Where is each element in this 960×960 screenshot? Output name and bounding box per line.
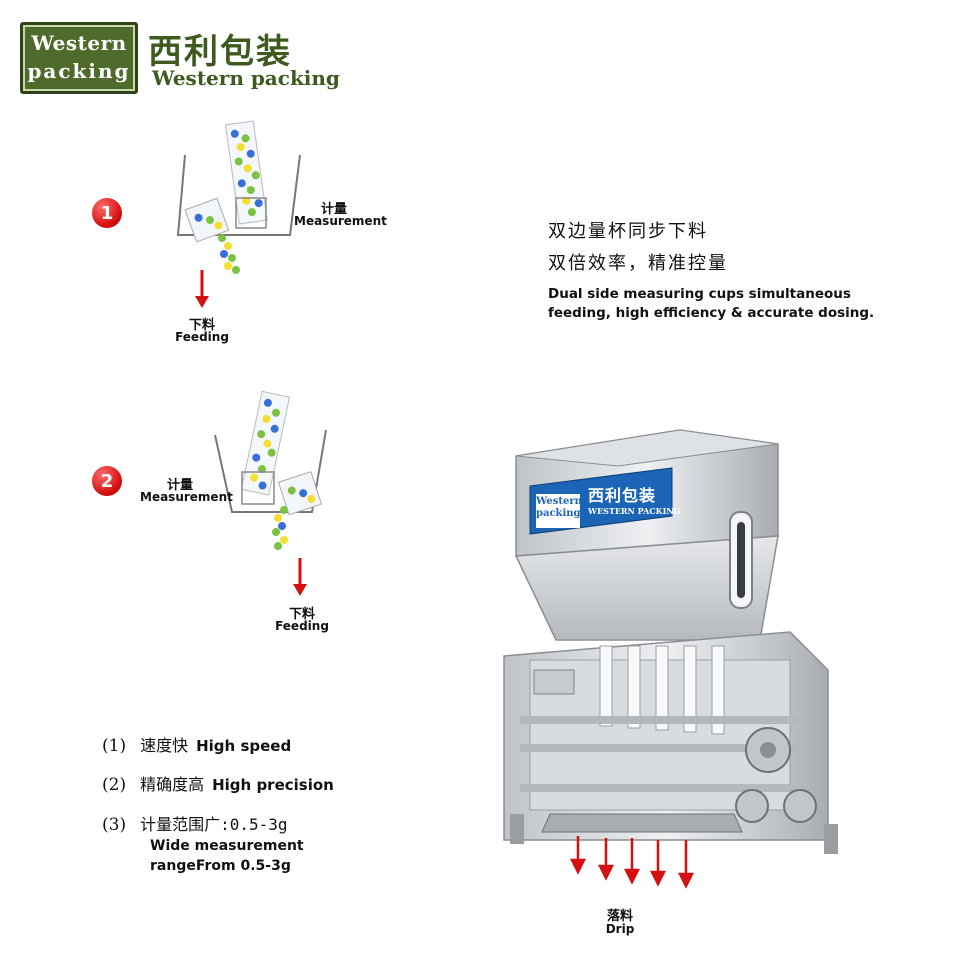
feed-arrow-head bbox=[195, 296, 209, 308]
panel-badge-line1: Western bbox=[536, 496, 582, 507]
feed-tube bbox=[224, 120, 268, 225]
feature-1-cn: 速度快 bbox=[140, 736, 189, 755]
step-2-badge: 2 bbox=[92, 466, 122, 496]
panel-en: WESTERN PACKING bbox=[588, 506, 681, 516]
dosing-tubes bbox=[599, 645, 725, 735]
step-1-diagram bbox=[176, 120, 301, 308]
feature-1-en: High speed bbox=[196, 737, 292, 755]
feature-2: (2) 精确度高 High precision bbox=[102, 771, 334, 795]
air-cylinder bbox=[533, 669, 575, 695]
feed-tube bbox=[240, 390, 291, 496]
hopper-outline bbox=[214, 429, 327, 513]
feature-2-en: High precision bbox=[212, 776, 334, 794]
feature-2-cn: 精确度高 bbox=[140, 775, 205, 794]
panel-cn: 西利包装 bbox=[588, 486, 657, 505]
hopper-lid bbox=[515, 429, 779, 467]
step-1-measure-en: Measurement bbox=[294, 214, 387, 228]
foot-right bbox=[824, 824, 838, 854]
step-2-feed-cn: 下料 bbox=[288, 607, 315, 622]
feature-3: (3) 计量范围广:0.5-3g bbox=[102, 811, 288, 835]
feature-3-en-line1: Wide measurement bbox=[150, 838, 304, 854]
panel-badge-line2: packing bbox=[536, 508, 581, 519]
left-cup bbox=[184, 197, 230, 243]
falling-granules bbox=[272, 506, 288, 550]
step-1-feed-en: Feeding bbox=[175, 330, 229, 344]
step-2-feed-en: Feeding bbox=[275, 619, 329, 633]
step-2-measure-en: Measurement bbox=[140, 490, 233, 504]
step-2-number: 2 bbox=[100, 470, 114, 492]
measure-cup bbox=[241, 471, 275, 505]
step-1-feed-cn: 下料 bbox=[188, 318, 215, 333]
description-en-line2: feeding, high efficiency & accurate dosi… bbox=[548, 305, 875, 321]
brand-name-en: Western packing bbox=[152, 66, 340, 90]
logo-badge-line2: packing bbox=[27, 59, 131, 83]
hopper-outline bbox=[176, 154, 301, 236]
foot-left bbox=[510, 814, 524, 844]
step-2-diagram bbox=[214, 390, 327, 596]
step-1-number: 1 bbox=[100, 202, 114, 224]
granules bbox=[230, 129, 263, 217]
machine-illustration bbox=[503, 429, 838, 854]
feature-1-num: (1) bbox=[102, 736, 127, 756]
step-1-measure-cn: 计量 bbox=[320, 202, 347, 217]
gear-wheel-2 bbox=[783, 789, 817, 823]
drip-en: Drip bbox=[605, 922, 635, 936]
description-cn-line2: 双倍效率，精准控量 bbox=[548, 253, 728, 274]
guide-rod-2 bbox=[520, 744, 800, 752]
feature-2-num: (2) bbox=[102, 775, 127, 795]
sight-glass-window bbox=[737, 522, 745, 598]
feature-3-en-line2: rangeFrom 0.5-3g bbox=[150, 858, 291, 874]
guide-rod-1 bbox=[520, 716, 800, 724]
logo-badge-line1: Western bbox=[31, 31, 127, 55]
brand-logo-badge: Western packing bbox=[20, 22, 138, 94]
drip-cn: 落料 bbox=[606, 909, 633, 924]
measure-cup bbox=[235, 197, 267, 229]
gear-wheel-3 bbox=[735, 789, 769, 823]
description-en-line1: Dual side measuring cups simultaneous bbox=[548, 286, 851, 302]
discharge-tray bbox=[541, 813, 743, 833]
feed-arrow-head bbox=[293, 584, 307, 596]
step-1-badge: 1 bbox=[92, 198, 122, 228]
feature-3-num: (3) bbox=[102, 815, 127, 835]
feature-3-cn: 计量范围广:0.5-3g bbox=[140, 815, 288, 834]
panel-logo-badge bbox=[536, 494, 580, 528]
guide-rod-3 bbox=[520, 784, 800, 792]
brand-name-cn: 西利包装 bbox=[148, 32, 292, 72]
description-cn-line1: 双边量杯同步下料 bbox=[548, 221, 708, 242]
drip-arrows bbox=[569, 836, 695, 889]
feature-1: (1) 速度快 High speed bbox=[102, 732, 291, 756]
step-2-measure-cn: 计量 bbox=[166, 478, 193, 493]
right-cup bbox=[277, 471, 323, 516]
panel-badge: Western packing bbox=[536, 496, 582, 520]
falling-granules bbox=[218, 234, 240, 274]
